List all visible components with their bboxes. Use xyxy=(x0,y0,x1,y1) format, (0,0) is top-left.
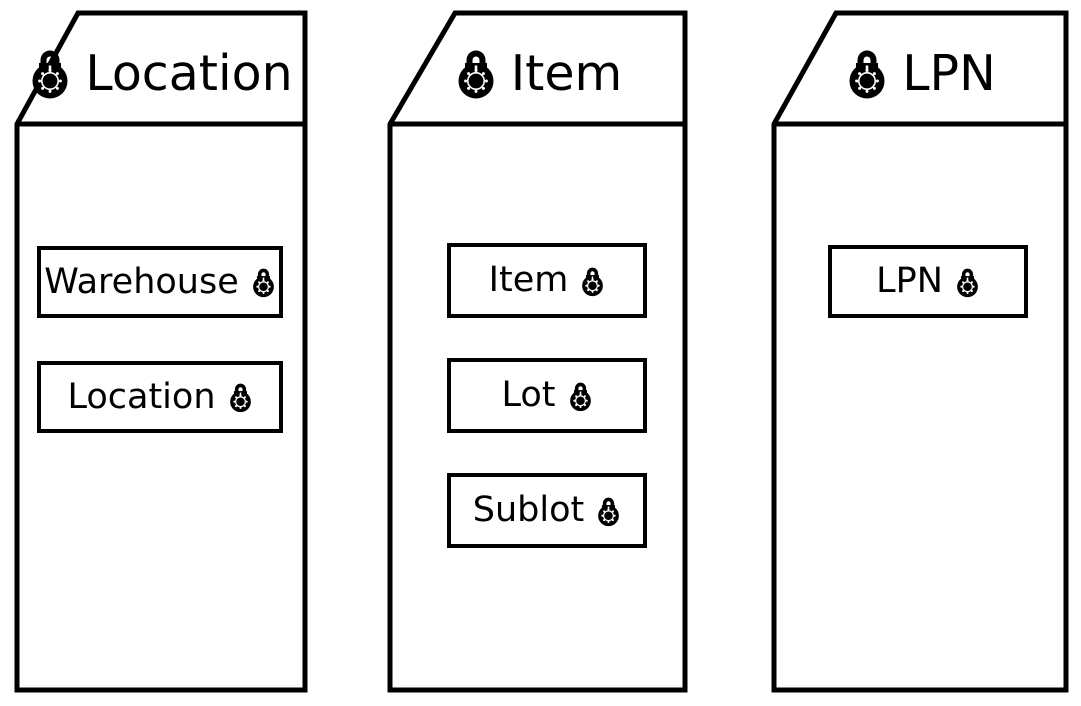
combination-padlock-icon xyxy=(228,381,253,413)
field-warehouse[interactable]: Warehouse xyxy=(37,246,283,318)
panel-lpn-outline xyxy=(771,10,1069,693)
panel-location[interactable]: Location Warehouse xyxy=(11,0,311,706)
combination-padlock-icon xyxy=(251,266,276,298)
field-location-label: Location xyxy=(67,376,216,417)
field-location[interactable]: Location xyxy=(37,361,283,433)
combination-padlock-icon xyxy=(568,380,593,412)
field-lot[interactable]: Lot xyxy=(447,358,647,433)
panel-item-body: Item xyxy=(386,135,691,690)
combination-padlock-icon xyxy=(596,495,621,527)
panel-item[interactable]: Item Item xyxy=(386,0,691,706)
field-item-label: Item xyxy=(488,260,569,300)
field-sublot-label: Sublot xyxy=(472,490,585,530)
field-warehouse-label: Warehouse xyxy=(44,261,239,302)
panel-lpn[interactable]: LPN LPN xyxy=(770,0,1072,706)
field-item[interactable]: Item xyxy=(447,243,647,318)
field-lot-label: Lot xyxy=(501,375,556,415)
combination-padlock-icon xyxy=(580,265,605,297)
field-sublot[interactable]: Sublot xyxy=(447,473,647,548)
panel-lpn-body: LPN xyxy=(770,135,1072,690)
field-lpn[interactable]: LPN xyxy=(828,245,1028,318)
combination-padlock-icon xyxy=(955,266,980,298)
panel-location-body: Warehouse xyxy=(11,135,311,690)
field-lpn-label: LPN xyxy=(876,261,943,301)
panel-location-outline xyxy=(14,10,308,693)
